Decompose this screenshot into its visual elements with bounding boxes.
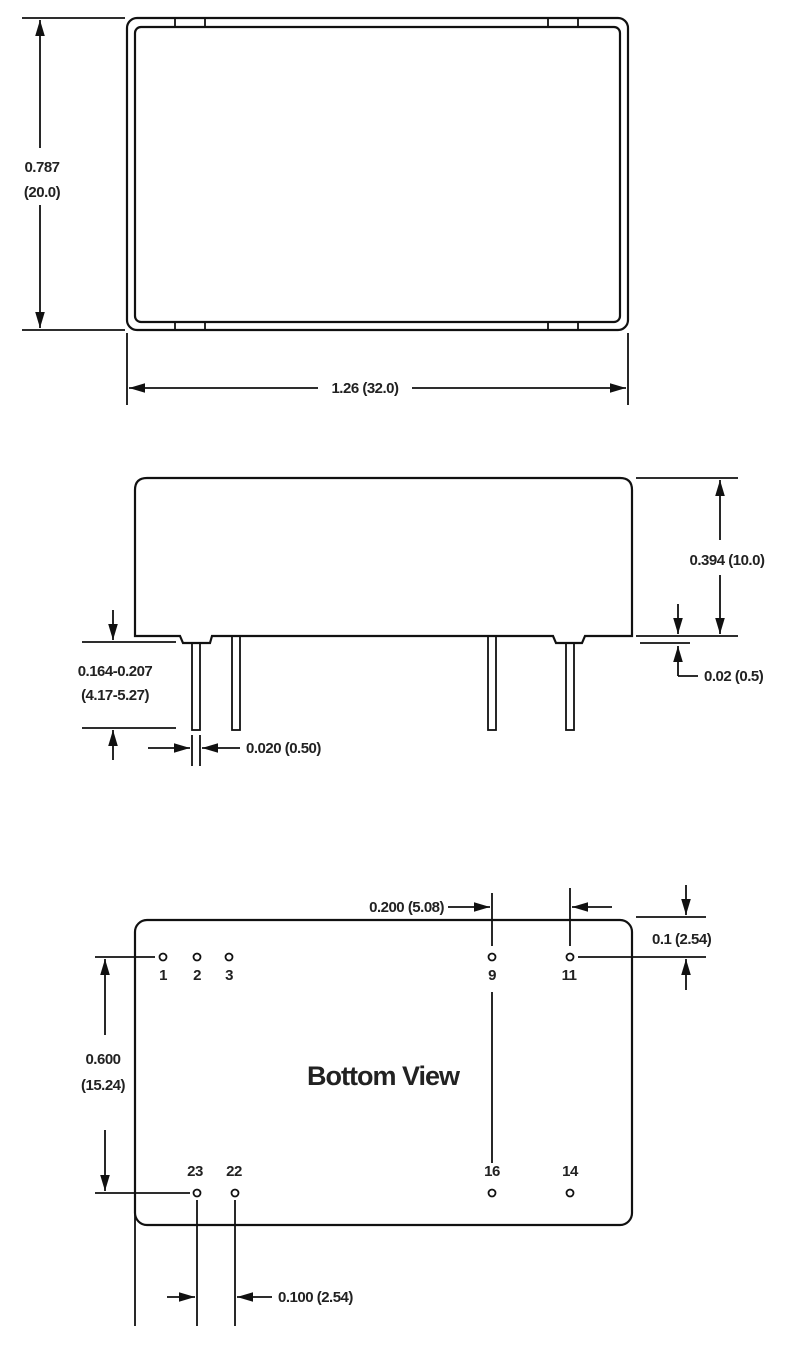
pin-hole bbox=[192, 1188, 202, 1198]
tab-marks bbox=[174, 18, 579, 330]
pin-number: 22 bbox=[226, 1163, 242, 1180]
spacing-9-11-label: 0.200 (5.08) bbox=[369, 899, 444, 916]
row-spacing-dimension: 0.600 (15.24) bbox=[81, 956, 190, 1194]
pin-hole bbox=[565, 1188, 575, 1198]
pin-number: 2 bbox=[193, 967, 201, 984]
edge-offset-label: 0.1 (2.54) bbox=[652, 931, 712, 948]
pin bbox=[231, 635, 241, 731]
package-outline-bottom bbox=[133, 918, 634, 1227]
row-spacing-inch-label: 0.600 bbox=[85, 1051, 120, 1068]
pin-number: 9 bbox=[488, 967, 496, 984]
pin-number: 1 bbox=[159, 967, 167, 984]
pin-number: 11 bbox=[562, 967, 577, 984]
height-inch-label: 0.787 bbox=[24, 159, 59, 176]
pin-hole bbox=[158, 952, 168, 962]
pin-length-inch-label: 0.164-0.207 bbox=[78, 663, 153, 680]
edge-offset-dimension: 0.1 (2.54) bbox=[578, 885, 712, 990]
spacing-9-11-dimension: 0.200 (5.08) bbox=[369, 888, 612, 1163]
body-height-dimension: 0.394 (10.0) bbox=[636, 477, 765, 637]
row-spacing-mm-label: (15.24) bbox=[81, 1077, 126, 1094]
pin-hole bbox=[230, 1188, 240, 1198]
pin-hole bbox=[224, 952, 234, 962]
pin-hole bbox=[487, 952, 497, 962]
pitch-label: 0.100 (2.54) bbox=[278, 1289, 353, 1306]
width-label: 1.26 (32.0) bbox=[331, 380, 399, 397]
pin-number: 16 bbox=[484, 1163, 500, 1180]
bottom-pin-row: 23 22 16 14 bbox=[187, 1163, 579, 1198]
height-mm-label: (20.0) bbox=[24, 184, 61, 201]
pin-hole bbox=[192, 952, 202, 962]
pin-number: 23 bbox=[187, 1163, 203, 1180]
pin-length-dimension: 0.164-0.207 (4.17-5.27) bbox=[78, 610, 176, 760]
top-view: 0.787 (20.0) 1.26 (32.0) bbox=[22, 16, 630, 405]
package-outline bbox=[125, 16, 630, 332]
pin-number: 14 bbox=[562, 1163, 579, 1180]
package-inner-outline bbox=[133, 25, 622, 324]
bottom-view: Bottom View 1 2 3 9 11 23 22 16 14 bbox=[81, 885, 712, 1326]
standoff-dimension: 0.02 (0.5) bbox=[640, 604, 764, 685]
pin bbox=[191, 642, 201, 731]
pin bbox=[565, 642, 575, 731]
side-view: 0.394 (10.0) 0.02 (0.5) 0.164-0.207 (4.1… bbox=[78, 476, 765, 766]
width-dimension: 1.26 (32.0) bbox=[126, 333, 629, 405]
body-height-label: 0.394 (10.0) bbox=[690, 552, 765, 569]
pin-diameter-dimension: 0.020 (0.50) bbox=[148, 735, 322, 766]
top-pin-row: 1 2 3 9 11 bbox=[158, 952, 577, 984]
bottom-view-title: Bottom View bbox=[307, 1061, 461, 1091]
pin-hole bbox=[565, 952, 575, 962]
pin-hole bbox=[487, 1188, 497, 1198]
height-dimension: 0.787 (20.0) bbox=[22, 17, 125, 331]
pin-number: 3 bbox=[225, 967, 233, 984]
pin bbox=[487, 635, 497, 731]
pitch-dimension: 0.100 (2.54) bbox=[134, 1200, 354, 1326]
package-body bbox=[133, 476, 634, 645]
pin-length-mm-label: (4.17-5.27) bbox=[81, 687, 149, 704]
standoff-label: 0.02 (0.5) bbox=[704, 668, 764, 685]
pin-diameter-label: 0.020 (0.50) bbox=[246, 740, 321, 757]
